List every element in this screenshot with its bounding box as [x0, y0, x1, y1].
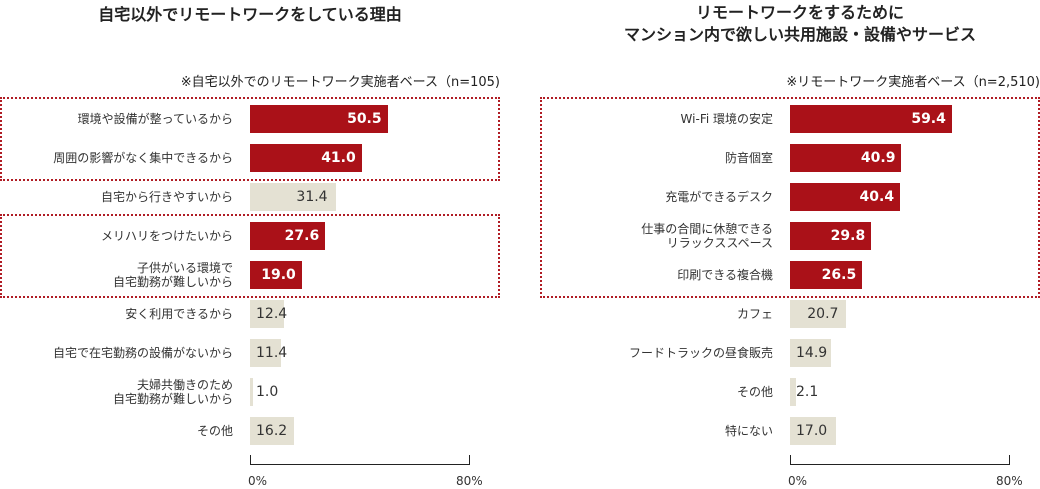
- right-highlight-box: [540, 97, 1040, 298]
- right-bar: [790, 378, 796, 406]
- right-category-label: Wi-Fi 環境の安定: [680, 112, 773, 126]
- left-bar: [250, 339, 282, 367]
- left-bar-value: 11.4: [256, 345, 288, 361]
- left-bar-value: 41.0: [321, 150, 356, 166]
- left-chart-title: 自宅以外でリモートワークをしている理由: [98, 5, 402, 24]
- left-category-label: 自宅から行きやすいから: [100, 190, 233, 204]
- right-axis-max-label: 80%: [996, 474, 1023, 488]
- left-category-label: その他: [196, 424, 233, 438]
- left-category-label: 環境や設備が整っているから: [77, 112, 233, 126]
- right-bar-value: 59.4: [911, 111, 946, 127]
- right-chart-base-note: ※リモートワーク実施者ベース（n=2,510): [786, 75, 1040, 90]
- left-bar-value: 31.4: [296, 189, 328, 205]
- right-chart-title-line2: マンション内で欲しい共用施設・設備やサービス: [623, 25, 976, 44]
- left-bar: [250, 300, 284, 328]
- left-category-label: 周囲の影響がなく集中できるから: [53, 151, 233, 165]
- left-bar-value: 27.6: [284, 228, 320, 244]
- left-bar: [250, 261, 302, 289]
- right-category-label: 印刷できる複合機: [677, 268, 773, 282]
- right-category-label: その他: [736, 385, 773, 399]
- left-bar: [250, 183, 336, 211]
- right-category-label: カフェ: [736, 307, 773, 321]
- left-axis-min-label: 0%: [248, 474, 268, 488]
- right-bar: [790, 261, 863, 289]
- right-bar: [790, 300, 847, 328]
- right-x-axis: [790, 455, 1010, 465]
- right-bar-value: 14.9: [796, 345, 828, 361]
- right-bar: [790, 183, 901, 211]
- right-bar: [790, 222, 872, 250]
- right-bar-value: 2.1: [796, 384, 819, 400]
- right-bar-value: 40.4: [859, 189, 895, 205]
- right-axis-min-label: 0%: [788, 474, 808, 488]
- left-chart-base-note: ※自宅以外でのリモートワーク実施者ベース（n=105): [180, 75, 500, 90]
- left-category-label: メリハリをつけたいから: [100, 229, 233, 243]
- left-bar: [250, 222, 326, 250]
- left-highlight-box-top: [0, 97, 500, 181]
- left-category-label: 子供がいる環境で自宅勤務が難しいから: [112, 261, 233, 289]
- right-bar: [790, 417, 837, 445]
- right-bar-value: 17.0: [796, 423, 828, 439]
- left-bar: [250, 105, 388, 133]
- left-highlight-box-middle: [0, 214, 500, 298]
- left-bar: [250, 378, 253, 406]
- right-chart-title-line1: リモートワークをするために: [695, 3, 904, 22]
- left-bar: [250, 417, 295, 445]
- right-bar-value: 40.9: [860, 150, 896, 166]
- left-category-label: 自宅で在宅勤務の設備がないから: [52, 346, 233, 360]
- right-category-label: フードトラックの昼食販売: [628, 346, 773, 360]
- left-axis-max-label: 80%: [456, 474, 483, 488]
- right-bar-value: 26.5: [821, 267, 857, 283]
- left-bar-value: 12.4: [256, 306, 288, 322]
- left-category-label: 安く利用できるから: [125, 307, 233, 321]
- left-bar-value: 50.5: [347, 111, 382, 127]
- left-category-label: 夫婦共働きのため自宅勤務が難しいから: [112, 378, 233, 406]
- right-category-label: 防音個室: [724, 151, 773, 165]
- right-bar-value: 29.8: [830, 228, 866, 244]
- right-bar: [790, 339, 831, 367]
- right-bar-value: 20.7: [807, 306, 839, 322]
- left-bar-value: 16.2: [256, 423, 288, 439]
- right-category-label: 仕事の合間に休憩できるリラックススペース: [641, 222, 773, 250]
- left-x-axis: [250, 455, 470, 465]
- right-bar: [790, 144, 902, 172]
- left-bar-value: 19.0: [261, 267, 296, 283]
- left-bar-value: 1.0: [256, 384, 279, 400]
- right-bar: [790, 105, 952, 133]
- right-category-label: 特にない: [724, 424, 773, 438]
- left-bar: [250, 144, 362, 172]
- right-category-label: 充電ができるデスク: [665, 190, 773, 204]
